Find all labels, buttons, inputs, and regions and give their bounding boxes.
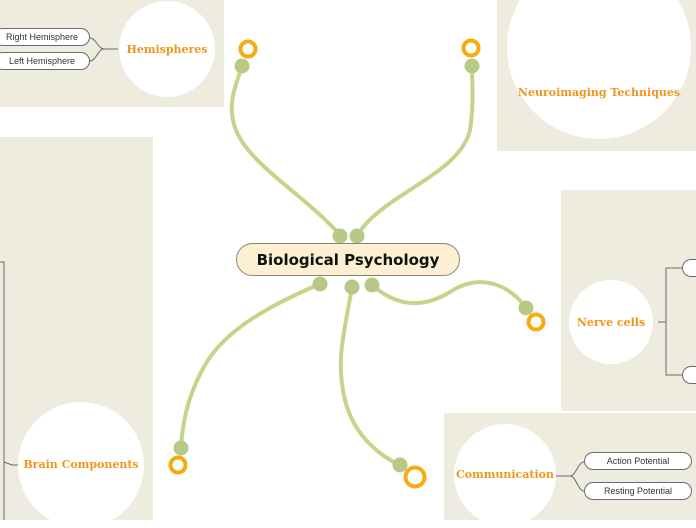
connector-to-brain-components xyxy=(179,282,322,450)
handle-ring-neuroimaging xyxy=(461,38,481,58)
central-topic[interactable]: Biological Psychology xyxy=(236,243,460,276)
leaf-resting-potential[interactable]: Resting Potential xyxy=(584,482,692,500)
connector-to-nerve-cells xyxy=(370,280,528,310)
communication-topic[interactable]: Communication xyxy=(454,424,556,526)
connector-to-communication xyxy=(338,285,402,467)
leaf-nerve-cells-1[interactable] xyxy=(682,259,696,277)
handle-ring-nerve-cells xyxy=(526,312,546,332)
handle-dot-communication xyxy=(392,457,408,473)
leaf-right-hemisphere[interactable]: Right Hemisphere xyxy=(0,28,90,46)
communication-leaf-connector xyxy=(556,461,585,492)
handle-ring-brain-components xyxy=(168,455,188,475)
handle-ring-communication xyxy=(403,465,427,489)
communication-title: Communication xyxy=(456,467,554,481)
nerve-cells-title: Nerve cells xyxy=(576,315,646,329)
connector-to-hemispheres xyxy=(229,64,343,238)
handle-dot-central-bottom-right xyxy=(364,277,380,293)
neuroimaging-title: Neuroimaging Techniques xyxy=(517,85,681,99)
brain-components-leaf-connector xyxy=(0,261,20,520)
handle-dot-central-bottom-left xyxy=(312,276,328,292)
handle-dot-central-top-right xyxy=(349,228,365,244)
leaf-action-potential[interactable]: Action Potential xyxy=(584,452,692,470)
leaf-label: Resting Potential xyxy=(603,486,673,496)
handle-dot-brain-components xyxy=(173,440,189,456)
handle-dot-hemispheres xyxy=(234,58,250,74)
handle-dot-central-bottom-mid xyxy=(344,279,360,295)
handle-dot-neuroimaging xyxy=(464,58,480,74)
brain-components-topic[interactable]: Brain Components xyxy=(18,402,144,528)
hemispheres-title: Hemispheres xyxy=(126,42,208,56)
brain-components-title: Brain Components xyxy=(23,458,139,471)
leaf-left-hemisphere[interactable]: Left Hemisphere xyxy=(0,52,90,70)
leaf-label: Left Hemisphere xyxy=(8,56,76,66)
leaf-nerve-cells-2[interactable] xyxy=(682,366,696,384)
leaf-label: Right Hemisphere xyxy=(5,32,79,42)
nerve-cells-topic[interactable]: Nerve cells xyxy=(569,280,653,364)
hemispheres-leaf-connector xyxy=(89,37,118,62)
handle-dot-nerve-cells xyxy=(518,300,534,316)
connector-to-neuroimaging xyxy=(355,64,475,238)
handle-ring-hemispheres xyxy=(238,39,258,59)
central-topic-title: Biological Psychology xyxy=(256,250,440,269)
nerve-cells-leaf-connector xyxy=(658,267,683,376)
handle-dot-central-top-left xyxy=(332,228,348,244)
leaf-label: Action Potential xyxy=(606,456,670,466)
hemispheres-topic[interactable]: Hemispheres xyxy=(119,1,215,97)
